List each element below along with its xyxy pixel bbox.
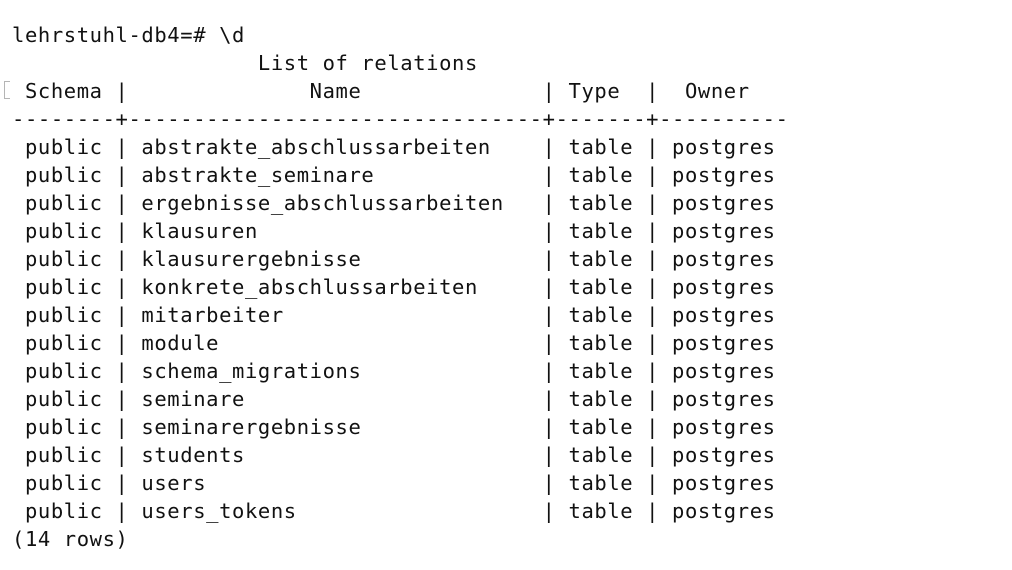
- table-row: public | users | table | postgres: [12, 471, 776, 495]
- table-row: public | students | table | postgres: [12, 443, 776, 467]
- table-row: public | mitarbeiter | table | postgres: [12, 303, 776, 327]
- selection-bracket-icon: [4, 81, 10, 99]
- row-count: (14 rows): [12, 527, 129, 551]
- table-row: public | abstrakte_abschlussarbeiten | t…: [12, 135, 776, 159]
- table-row: public | seminare | table | postgres: [12, 387, 776, 411]
- table-row: public | ergebnisse_abschlussarbeiten | …: [12, 191, 776, 215]
- table-row: public | abstrakte_seminare | table | po…: [12, 163, 776, 187]
- table-row: public | schema_migrations | table | pos…: [12, 359, 776, 383]
- table-row: public | klausuren | table | postgres: [12, 219, 776, 243]
- prompt-command-line: lehrstuhl-db4=# \d: [12, 23, 245, 47]
- table-row: public | users_tokens | table | postgres: [12, 499, 776, 523]
- table-row: public | klausurergebnisse | table | pos…: [12, 247, 776, 271]
- table-row: public | module | table | postgres: [12, 331, 776, 355]
- table-row: public | konkrete_abschlussarbeiten | ta…: [12, 275, 776, 299]
- table-row: public | seminarergebnisse | table | pos…: [12, 415, 776, 439]
- table-separator: --------+-------------------------------…: [12, 107, 789, 131]
- terminal-output[interactable]: lehrstuhl-db4=# \d List of relations Sch…: [12, 21, 789, 553]
- table-header-row: Schema | Name | Type | Owner: [12, 79, 750, 103]
- table-title: List of relations: [12, 51, 478, 75]
